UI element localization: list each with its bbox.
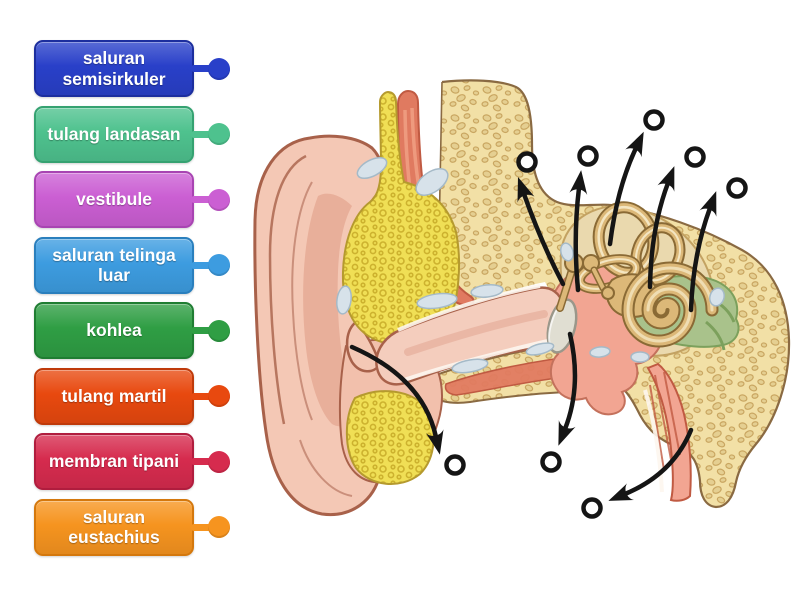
answer-slot-5[interactable] (726, 177, 748, 199)
label-chip-vestibule[interactable]: vestibule (34, 171, 194, 228)
label-row: tulang martil (34, 367, 234, 425)
pin-dot (208, 57, 230, 80)
answer-slot-4[interactable] (684, 146, 706, 168)
label-row: kohlea (34, 302, 234, 359)
pin-stub (191, 65, 212, 72)
label-chip-text: saluran telinga luar (52, 244, 176, 285)
pin-dot (208, 123, 230, 145)
answer-slot-6[interactable] (444, 454, 466, 476)
arrow-to-slot-1 (517, 177, 566, 287)
label-chip-text: saluran semisirkuler (62, 48, 166, 89)
pin-dot (208, 254, 230, 276)
answer-slot-7[interactable] (540, 451, 562, 473)
label-row: saluran eustachius (34, 498, 234, 556)
pin-stub (191, 261, 212, 269)
label-chip-text: membran tipani (48, 451, 180, 472)
pin-stub (191, 523, 212, 531)
arrow-to-slot-2 (569, 170, 588, 293)
label-chip-text: tulang martil (61, 385, 167, 406)
arrow-to-slot-8 (608, 427, 694, 501)
label-chip-saluran-telinga-luar[interactable]: saluran telinga luar (34, 236, 194, 294)
pin-dot (208, 319, 230, 342)
answer-slot-8[interactable] (581, 497, 603, 519)
eustachian-tube (643, 362, 692, 502)
pin-dot (208, 385, 230, 407)
arrow-to-slot-7 (558, 331, 578, 446)
label-chip-text: tulang landasan (47, 123, 181, 144)
pin-stub (191, 327, 212, 334)
answer-slot-2[interactable] (577, 145, 599, 167)
pin-stub (191, 392, 212, 400)
pin-dot (208, 516, 230, 538)
ossicles (556, 253, 615, 312)
label-chip-tulang-martil[interactable]: tulang martil (34, 367, 194, 425)
answer-slot-1[interactable] (516, 151, 538, 173)
cartilage-pieces (336, 156, 725, 374)
arrow-to-slot-3 (607, 131, 644, 247)
label-chip-saluran-eustachius[interactable]: saluran eustachius (34, 498, 194, 556)
ear-diagram (253, 79, 791, 519)
pin-dot (208, 188, 230, 211)
pin-stub (191, 458, 212, 465)
label-row: saluran semisirkuler (34, 40, 234, 97)
arrow-to-slot-6 (349, 344, 444, 455)
label-chip-text: kohlea (86, 320, 142, 341)
pin-stub (191, 196, 212, 203)
label-row: membran tipani (34, 433, 234, 490)
label-chip-text: saluran eustachius (68, 506, 160, 547)
answer-slot-3[interactable] (643, 109, 665, 131)
arrow-to-slot-4 (647, 166, 675, 290)
ear-cartilage (341, 90, 460, 486)
label-column: saluran semisirkuler tulang landasan ves… (34, 40, 234, 556)
pointer-arrows (349, 131, 717, 501)
label-chip-tulang-landasan[interactable]: tulang landasan (34, 105, 194, 163)
label-row: vestibule (34, 171, 234, 228)
answer-slots-layer (444, 109, 748, 519)
label-chip-text: vestibule (76, 189, 152, 210)
label-row: saluran telinga luar (34, 236, 234, 294)
label-row: tulang landasan (34, 105, 234, 163)
pin-dot (208, 450, 230, 473)
ear-canal (375, 284, 566, 386)
arrow-to-slot-5 (688, 191, 717, 313)
label-chip-kohlea[interactable]: kohlea (34, 302, 194, 359)
label-chip-saluran-semisirkuler[interactable]: saluran semisirkuler (34, 40, 194, 97)
label-chip-membran-tipani[interactable]: membran tipani (34, 433, 194, 490)
pin-stub (191, 130, 212, 138)
